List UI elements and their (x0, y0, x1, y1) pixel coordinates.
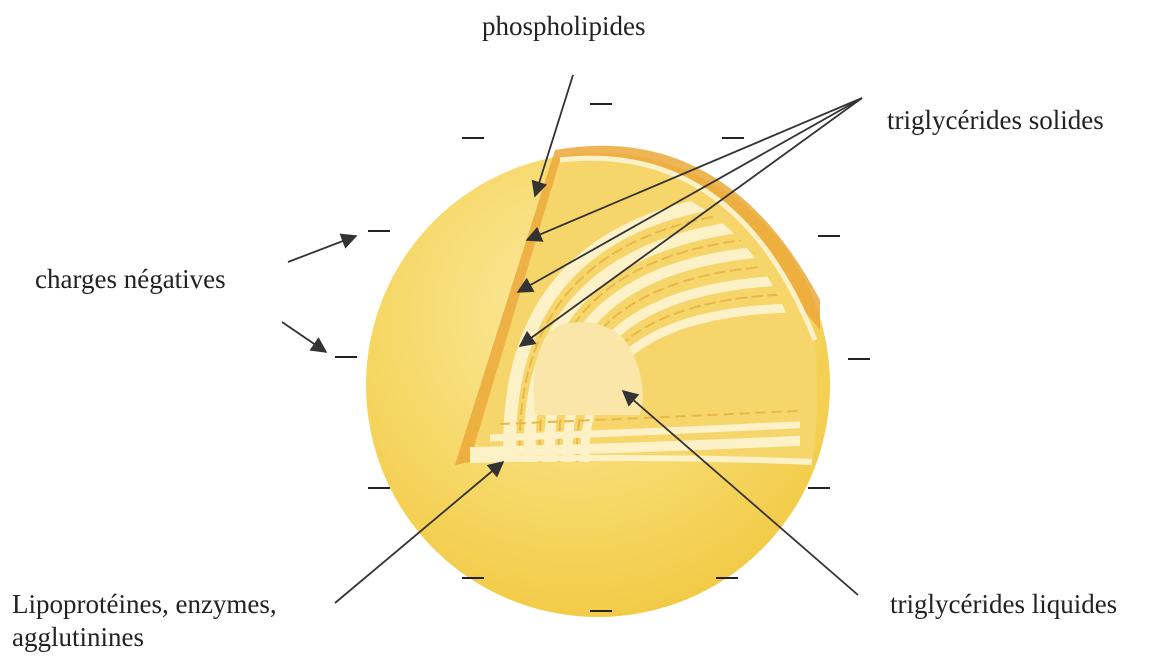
label-solid-triglycerides: triglycérides solides (887, 104, 1104, 136)
arrow-charges-1 (288, 236, 356, 262)
label-lipoproteins-line2: agglutinines (12, 621, 144, 653)
label-phospholipids: phospholipides (482, 10, 646, 42)
arrow-charges-2 (282, 322, 326, 352)
label-liquid-triglycerides: triglycérides liquides (890, 588, 1117, 620)
label-lipoproteins-line1: Lipoprotéines, enzymes, (12, 588, 277, 620)
label-negative-charges: charges négatives (35, 263, 226, 295)
